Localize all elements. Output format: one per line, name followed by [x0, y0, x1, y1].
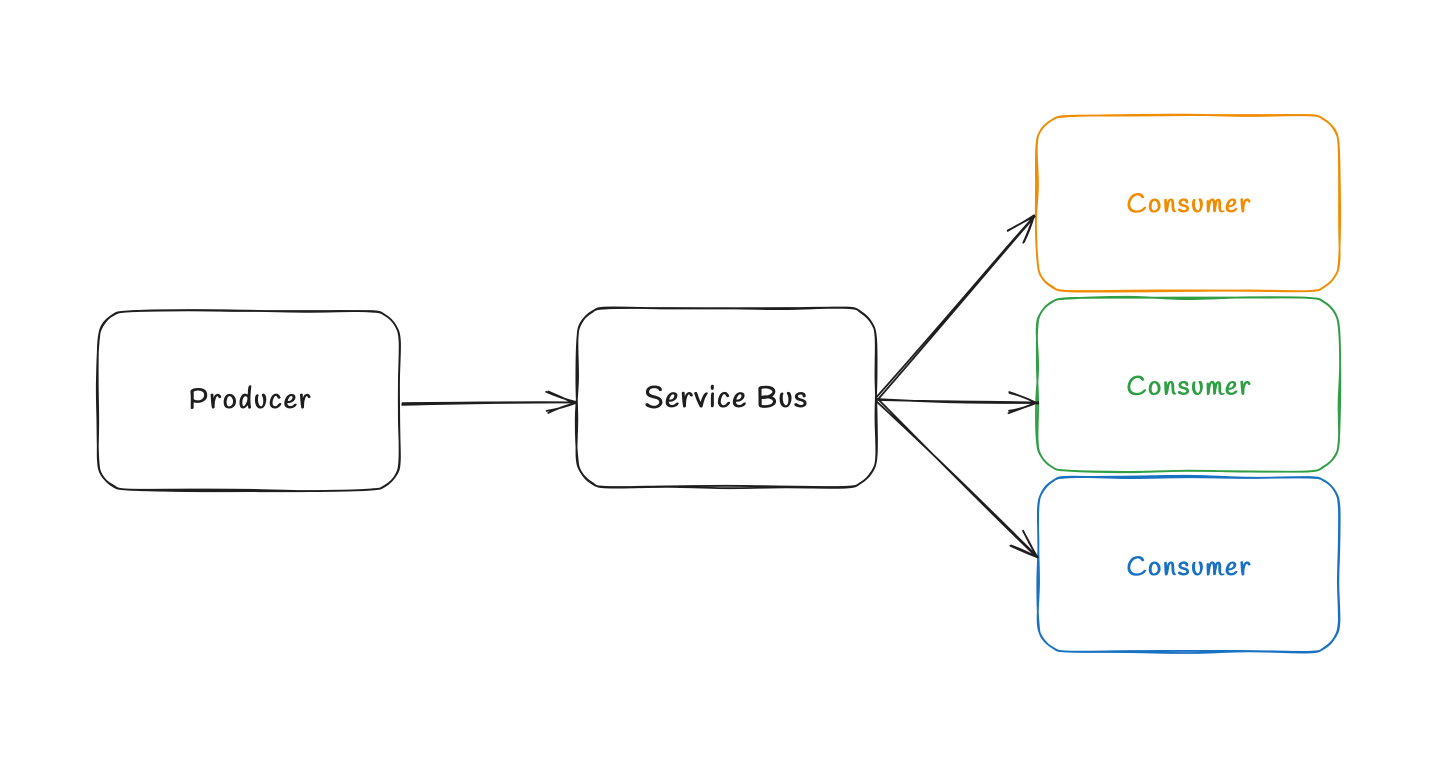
node-consumer-top-label [1127, 192, 1251, 213]
node-consumer-bottom-outline [1036, 474, 1341, 654]
arrow-service-bus-to-consumer-bottom-line [875, 398, 1039, 559]
node-producer[interactable]: Producer [95, 309, 401, 493]
arrow-service-bus-to-consumer-bottom[interactable] [875, 398, 1039, 559]
node-consumer-middle[interactable]: Consumer [1035, 295, 1342, 474]
node-consumer-bottom[interactable]: Consumer [1036, 474, 1341, 654]
node-producer-outline [95, 309, 401, 493]
node-consumer-top[interactable]: Consumer [1034, 113, 1342, 293]
node-consumer-middle-label [1127, 375, 1251, 396]
arrow-service-bus-to-consumer-middle-line [876, 391, 1040, 415]
arrow-service-bus-to-consumer-top[interactable] [874, 214, 1036, 401]
node-service-bus[interactable]: Service Bus [574, 306, 878, 490]
node-consumer-top-label-text: Consumer [1118, 186, 1261, 219]
node-consumer-middle-label-text: Consumer [1118, 369, 1261, 402]
node-consumer-top-outline [1034, 113, 1342, 293]
node-consumer-middle-outline [1035, 295, 1342, 474]
node-service-bus-label [645, 384, 807, 409]
node-service-bus-outline [574, 306, 878, 490]
node-consumer-bottom-label-text: Consumer [1118, 549, 1261, 582]
node-producer-label [190, 385, 311, 410]
arrow-service-bus-to-consumer-middle[interactable] [876, 391, 1040, 415]
arrow-service-bus-to-consumer-top-line [874, 214, 1036, 401]
node-consumer-bottom-label [1127, 555, 1251, 576]
arrow-producer-to-service-bus[interactable] [401, 390, 577, 414]
arrow-producer-to-service-bus-line [401, 390, 577, 414]
